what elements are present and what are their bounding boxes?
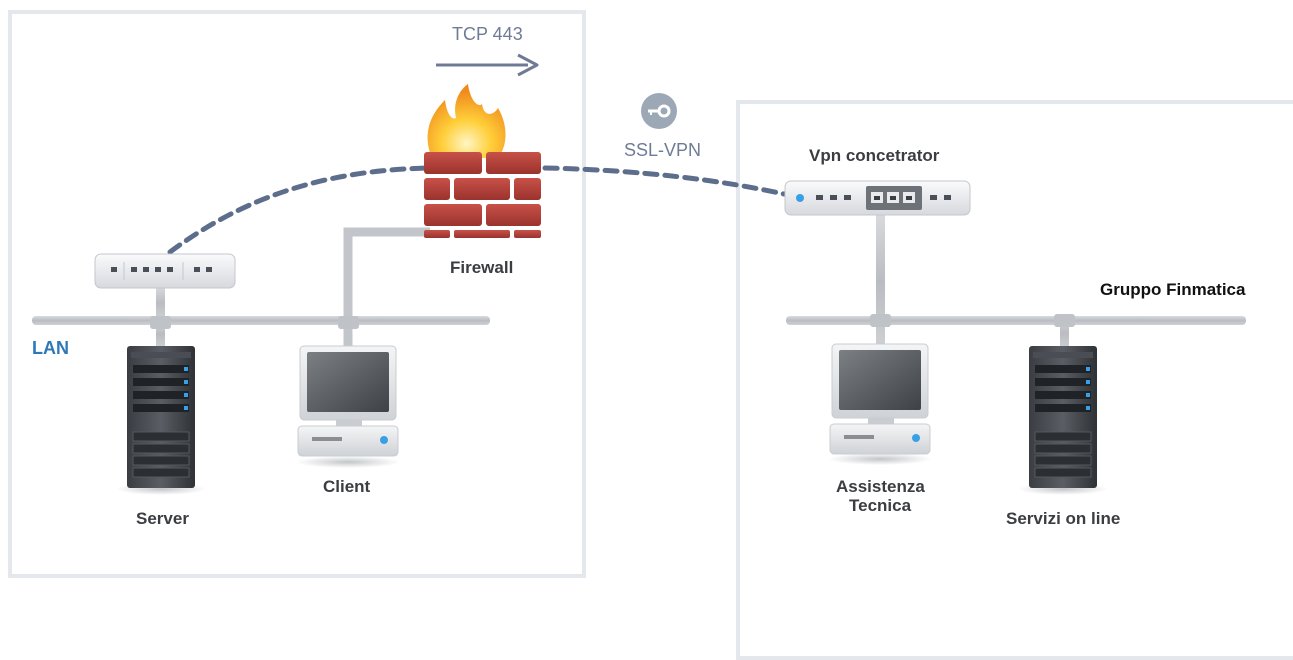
vpn-tunnel-path-remote — [542, 165, 787, 197]
server-label: Server — [136, 509, 189, 528]
local-switch-icon — [94, 253, 236, 289]
local-lan-cable — [32, 316, 490, 325]
protocol-label: TCP 443 — [452, 24, 523, 44]
tunnel-label: SSL-VPN — [624, 140, 702, 160]
switch-uplink-cable — [156, 286, 165, 320]
firewall-icon — [424, 84, 541, 238]
key-icon — [641, 93, 677, 129]
firewall-link-cable — [338, 227, 430, 346]
firewall-label: Firewall — [450, 258, 514, 277]
support-label-line1: Assistenza — [836, 477, 925, 496]
online-services-server-icon — [1018, 346, 1108, 495]
network-diagram — [32, 53, 1246, 495]
server-icon — [116, 346, 206, 495]
services-drop-cable — [1054, 314, 1075, 350]
tcp-direction-arrow — [436, 53, 539, 77]
support-label-line2: Tecnica — [849, 496, 912, 515]
server-drop-cable — [150, 316, 171, 348]
remote-lan-cable — [786, 316, 1246, 325]
remote-site-title: Gruppo Finmatica — [1100, 280, 1246, 299]
concentrator-uplink-cable — [870, 212, 891, 352]
services-label: Servizi on line — [1006, 509, 1121, 528]
client-computer-icon — [296, 345, 400, 468]
vpn-tunnel-path — [167, 165, 433, 255]
client-label: Client — [323, 477, 371, 496]
lan-label: LAN — [32, 338, 69, 358]
support-workstation-icon — [828, 343, 932, 465]
concentrator-label: Vpn concetrator — [809, 146, 940, 165]
vpn-concentrator-icon — [784, 180, 971, 216]
local-site-frame — [8, 10, 586, 578]
